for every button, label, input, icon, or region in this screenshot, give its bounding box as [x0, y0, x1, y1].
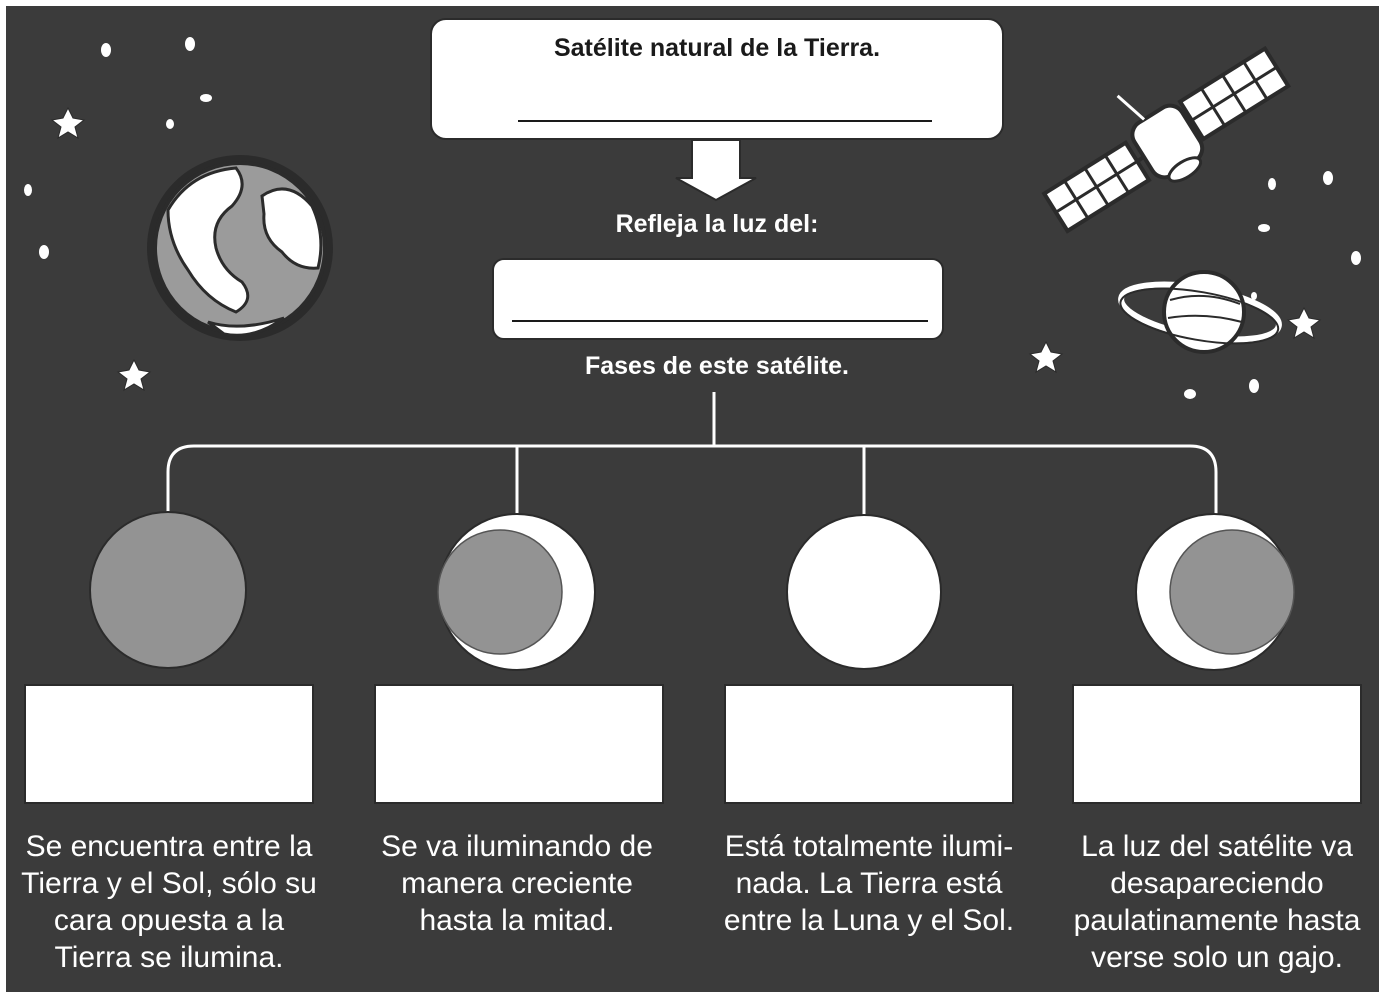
sun-label: Refleja la luz del:: [615, 210, 819, 238]
star-icon: [50, 106, 1322, 392]
phase-description-waxing: Se va iluminando de manera creciente has…: [381, 830, 653, 937]
phase-description-new: Se encuentra entre la Tierra y el Sol, s…: [21, 830, 317, 974]
space-dots-icon: [24, 37, 1361, 399]
phase-answer-box-new[interactable]: [24, 684, 314, 804]
phase-answer-box-waning[interactable]: [1072, 684, 1362, 804]
earth-icon: [147, 155, 333, 341]
phase-description-waning: La luz del satélite va desapareciendo pa…: [1073, 830, 1361, 974]
down-arrow-icon: [675, 139, 757, 202]
phase-answer-box-full[interactable]: [724, 684, 1014, 804]
phase-description-full: Está totalmente ilumi-nada. La Tierra es…: [723, 830, 1015, 937]
satellite-icon: [1041, 45, 1291, 234]
moon-phase-waxing-icon: [437, 513, 596, 671]
moon-phase-new-icon: [89, 511, 247, 669]
sun-answer-box[interactable]: [492, 258, 944, 340]
title-box: Satélite natural de la Tierra.: [430, 18, 1004, 140]
tree-connector: [166, 392, 1218, 516]
phase-answer-box-waxing[interactable]: [374, 684, 664, 804]
planet-icon: [1118, 270, 1282, 354]
phases-label: Fases de este satélite.: [584, 352, 850, 380]
page-title: Satélite natural de la Tierra.: [553, 34, 881, 62]
moon-phase-full-icon: [786, 514, 942, 670]
moon-phase-waning-icon: [1135, 513, 1295, 671]
title-answer-line[interactable]: [518, 120, 932, 122]
sun-answer-line[interactable]: [512, 320, 928, 322]
